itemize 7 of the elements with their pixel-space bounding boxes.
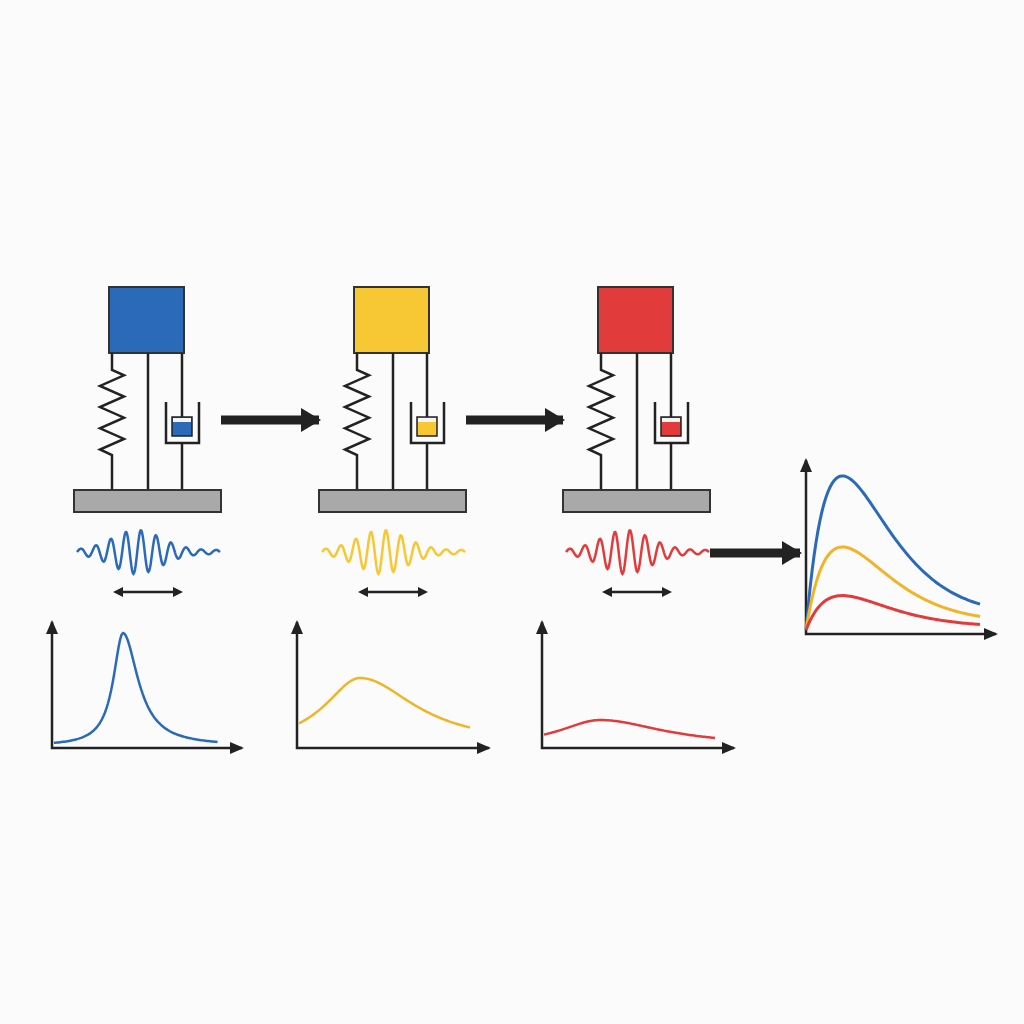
arrow: [466, 408, 565, 432]
response-curves-drawing: [800, 458, 998, 640]
mass-spring-damper-drawing: [73, 286, 222, 576]
arrow: [221, 408, 321, 432]
mass-spring-damper-drawing: [318, 286, 467, 576]
arrow: [710, 541, 802, 565]
mass-spring-damper-drawing: [562, 286, 711, 576]
